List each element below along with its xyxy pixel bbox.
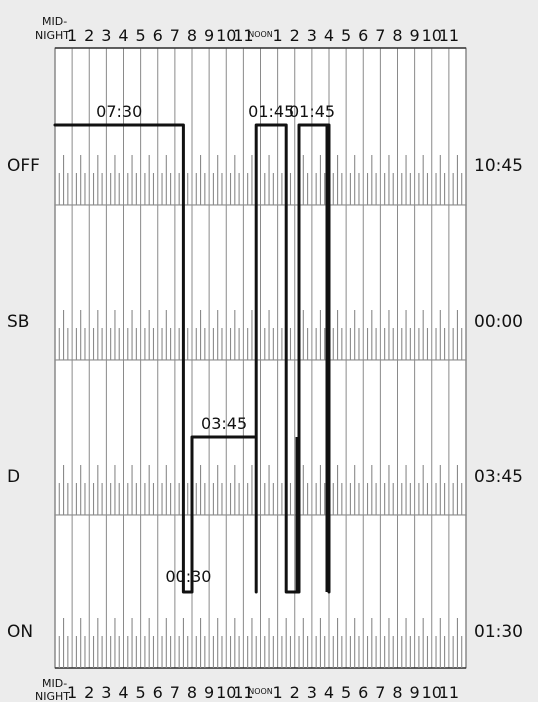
hour-label: 4 — [118, 26, 128, 45]
hour-label: 5 — [341, 683, 351, 702]
hour-label: 1 — [67, 26, 77, 45]
duration-label: 01:45 — [289, 102, 335, 121]
hour-label: 9 — [204, 26, 214, 45]
hour-label: 9 — [204, 683, 214, 702]
hour-label: 8 — [392, 683, 402, 702]
row-label-on: ON — [7, 622, 33, 642]
row-total-on: 01:30 — [474, 622, 523, 642]
midnight-label-top-2: NIGHT — [35, 29, 70, 42]
row-label-d: D — [7, 467, 20, 487]
hour-label: 9 — [410, 683, 420, 702]
hour-label: 5 — [136, 683, 146, 702]
hour-label: 10 — [422, 26, 442, 45]
hour-label: 8 — [392, 26, 402, 45]
hour-label: 6 — [153, 683, 163, 702]
duration-label: 01:45 — [248, 102, 294, 121]
hour-label: 10 — [216, 683, 236, 702]
hour-label: 5 — [341, 26, 351, 45]
hour-label: 3 — [101, 26, 111, 45]
hour-label: 11 — [439, 26, 459, 45]
hour-label: 1 — [273, 683, 283, 702]
hour-label: 7 — [375, 26, 385, 45]
duty-status-line — [53, 123, 331, 594]
hour-label: 7 — [375, 683, 385, 702]
hour-label: 6 — [153, 26, 163, 45]
hour-label: 2 — [290, 683, 300, 702]
hour-label: 11 — [439, 683, 459, 702]
duration-label: 03:45 — [201, 414, 247, 433]
hour-label: 1 — [273, 26, 283, 45]
hour-label: 3 — [101, 683, 111, 702]
midnight-label-top-1: MID- — [42, 15, 67, 28]
hour-label: 4 — [118, 683, 128, 702]
row-total-sb: 00:00 — [474, 312, 523, 332]
hour-label: 1 — [67, 683, 77, 702]
row-total-off: 10:45 — [474, 156, 523, 176]
hour-label: 2 — [84, 683, 94, 702]
hour-label: 11 — [233, 683, 253, 702]
hour-label: 4 — [324, 683, 334, 702]
hour-label: 2 — [84, 26, 94, 45]
hour-label: 6 — [358, 26, 368, 45]
hour-label: 8 — [187, 683, 197, 702]
row-total-d: 03:45 — [474, 467, 523, 487]
duration-label: 00:30 — [165, 567, 211, 586]
hour-label: NOON — [248, 687, 273, 696]
hour-label: 6 — [358, 683, 368, 702]
row-label-off: OFF — [7, 156, 40, 176]
hour-label: 2 — [290, 26, 300, 45]
hour-label: 4 — [324, 26, 334, 45]
row-label-sb: SB — [7, 312, 29, 332]
hour-label: 11 — [233, 26, 253, 45]
hour-label: 5 — [136, 26, 146, 45]
hour-label: NOON — [248, 30, 273, 39]
hour-label: 8 — [187, 26, 197, 45]
hour-label: 7 — [170, 683, 180, 702]
hour-label: 9 — [410, 26, 420, 45]
hour-label: 7 — [170, 26, 180, 45]
hour-label: 10 — [216, 26, 236, 45]
hour-label: 10 — [422, 683, 442, 702]
midnight-label-bottom-2: NIGHT — [35, 690, 70, 702]
hour-label: 3 — [307, 683, 317, 702]
duration-label: 07:30 — [96, 102, 142, 121]
hour-label: 3 — [307, 26, 317, 45]
midnight-label-bottom-1: MID- — [42, 677, 67, 690]
